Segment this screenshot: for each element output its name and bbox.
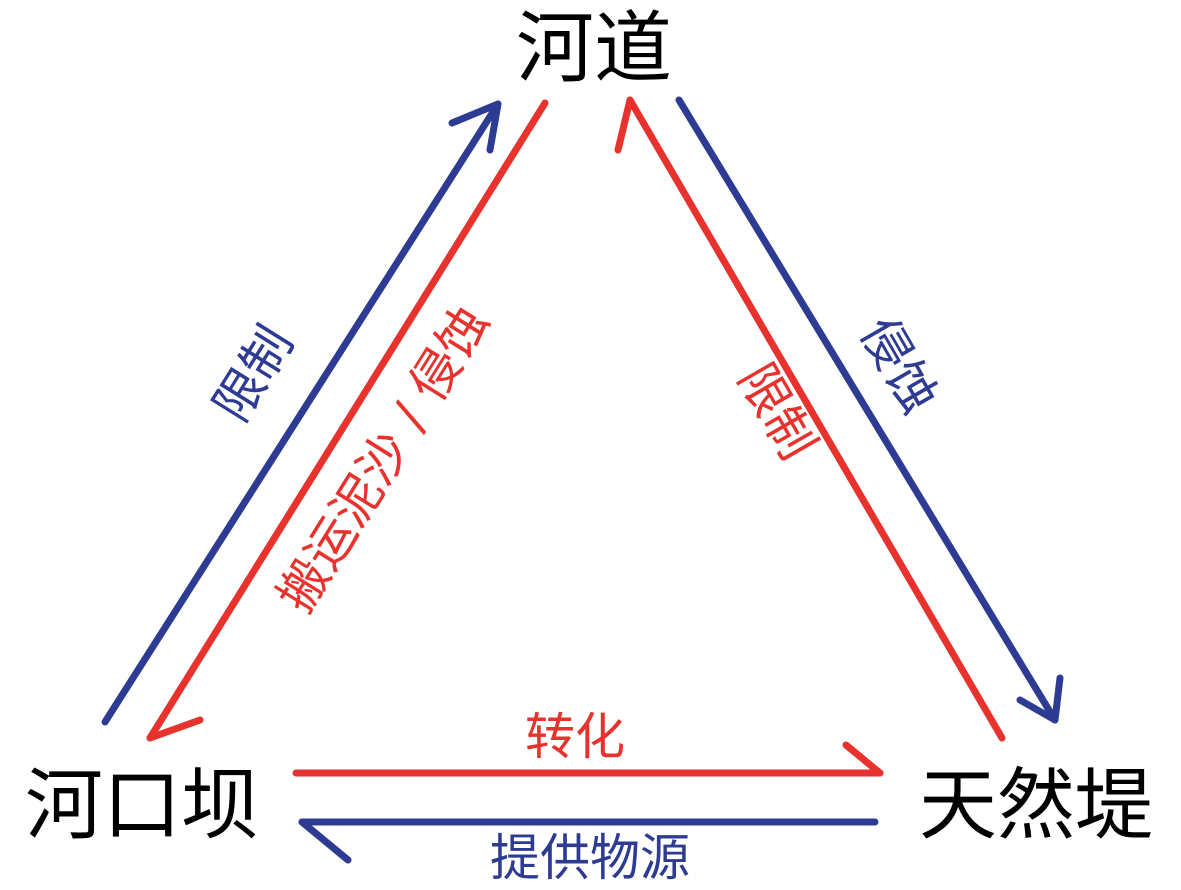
label-channel-to-bar: 搬运泥沙 / 侵蚀 (267, 296, 501, 622)
arrow-bar-to-channel (101, 100, 502, 726)
label-bar-to-channel: 限制 (202, 316, 304, 432)
node-natural-levee: 天然堤 (919, 761, 1153, 851)
node-mouth-bar: 河口坝 (25, 761, 259, 851)
arrow-levee-to-channel (614, 96, 1006, 742)
arrow-levee-to-bar (298, 818, 879, 864)
arrow-channel-to-levee (675, 96, 1064, 724)
label-levee-to-bar: 提供物源 (490, 829, 690, 887)
node-channel: 河道 (516, 4, 672, 94)
arrow-bar-to-levee (292, 741, 884, 777)
arrow-channel-to-bar (146, 99, 549, 742)
label-bar-to-levee: 转化 (525, 708, 625, 766)
